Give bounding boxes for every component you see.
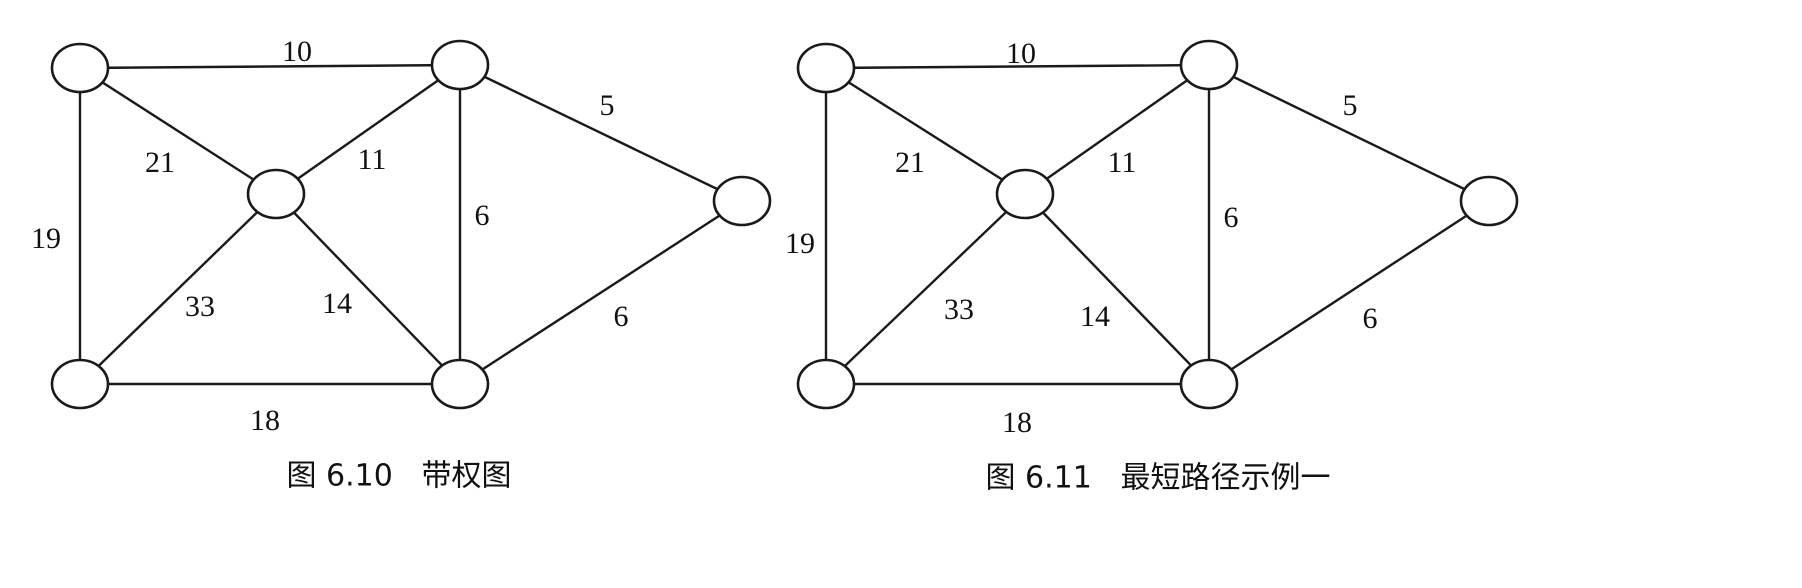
edge-top-left-top-middle xyxy=(825,63,1210,70)
edge-bottom-middle-right xyxy=(1208,199,1490,386)
edge-weight-label: 19 xyxy=(31,222,61,255)
edge-weight-label: 21 xyxy=(895,146,925,179)
edge-top-left-center xyxy=(825,66,1026,196)
edge-weights: 10 5 21 11 6 19 33 14 6 18 xyxy=(31,35,629,437)
node-bottom-left xyxy=(50,358,110,410)
edge-weight-label: 18 xyxy=(250,404,280,437)
node-center xyxy=(246,168,306,220)
node-top-left xyxy=(50,42,110,94)
edge-center-bottom-middle xyxy=(275,193,461,385)
edge-weight-label: 6 xyxy=(475,199,490,232)
edge-weight-label: 18 xyxy=(1002,406,1032,439)
figure-caption: 图 6.11 最短路径示例一 xyxy=(986,461,1331,496)
node-top-middle xyxy=(430,39,490,91)
edge-weight-label: 19 xyxy=(785,227,815,260)
nodes xyxy=(796,39,1519,410)
edge-weight-label: 11 xyxy=(1108,146,1137,179)
edge-center-top-middle xyxy=(1024,64,1210,195)
edges xyxy=(824,63,1490,386)
node-top-middle xyxy=(1179,39,1239,91)
edge-weight-label: 10 xyxy=(282,35,312,68)
node-bottom-left xyxy=(796,358,856,410)
edge-top-left-center xyxy=(79,66,277,196)
edges xyxy=(78,63,743,386)
edge-weight-label: 10 xyxy=(1006,37,1036,70)
node-center xyxy=(995,168,1055,220)
edge-weight-label: 33 xyxy=(185,290,215,323)
edge-bottom-middle-right xyxy=(459,199,743,386)
edge-center-bottom-middle xyxy=(1024,193,1210,385)
node-bottom-middle xyxy=(430,358,490,410)
edge-weight-label: 5 xyxy=(600,89,615,122)
edge-bottom-left-center xyxy=(825,193,1026,385)
node-right xyxy=(1459,175,1519,227)
node-bottom-middle xyxy=(1179,358,1239,410)
node-top-left xyxy=(796,42,856,94)
edge-weight-label: 14 xyxy=(322,287,352,320)
figure-caption: 图 6.10 带权图 xyxy=(287,459,512,494)
edge-weight-label: 6 xyxy=(1363,302,1378,335)
nodes xyxy=(50,39,772,410)
edge-weight-label: 33 xyxy=(944,293,974,326)
edge-weight-label: 6 xyxy=(1224,201,1239,234)
edge-top-left-top-middle xyxy=(79,63,461,70)
edge-weight-label: 21 xyxy=(145,146,175,179)
edge-weight-label: 11 xyxy=(358,143,387,176)
figure-weighted-graph: 10 5 21 11 6 19 33 14 6 18图 6.10 带权图 xyxy=(31,35,772,494)
edge-top-middle-right xyxy=(459,63,743,203)
edge-top-middle-right xyxy=(1208,63,1490,203)
edge-center-top-middle xyxy=(275,64,461,195)
edge-weights: 10 5 21 11 6 19 33 14 6 18 xyxy=(785,37,1378,439)
edge-weight-label: 14 xyxy=(1080,300,1110,333)
node-right xyxy=(712,175,772,227)
edge-weight-label: 6 xyxy=(614,300,629,333)
edge-weight-label: 5 xyxy=(1343,89,1358,122)
edge-bottom-left-center xyxy=(79,193,277,385)
figure-shortest-path-example: 10 5 21 11 6 19 33 14 6 18 图 6.11 最短路径示例一 xyxy=(785,37,1519,496)
